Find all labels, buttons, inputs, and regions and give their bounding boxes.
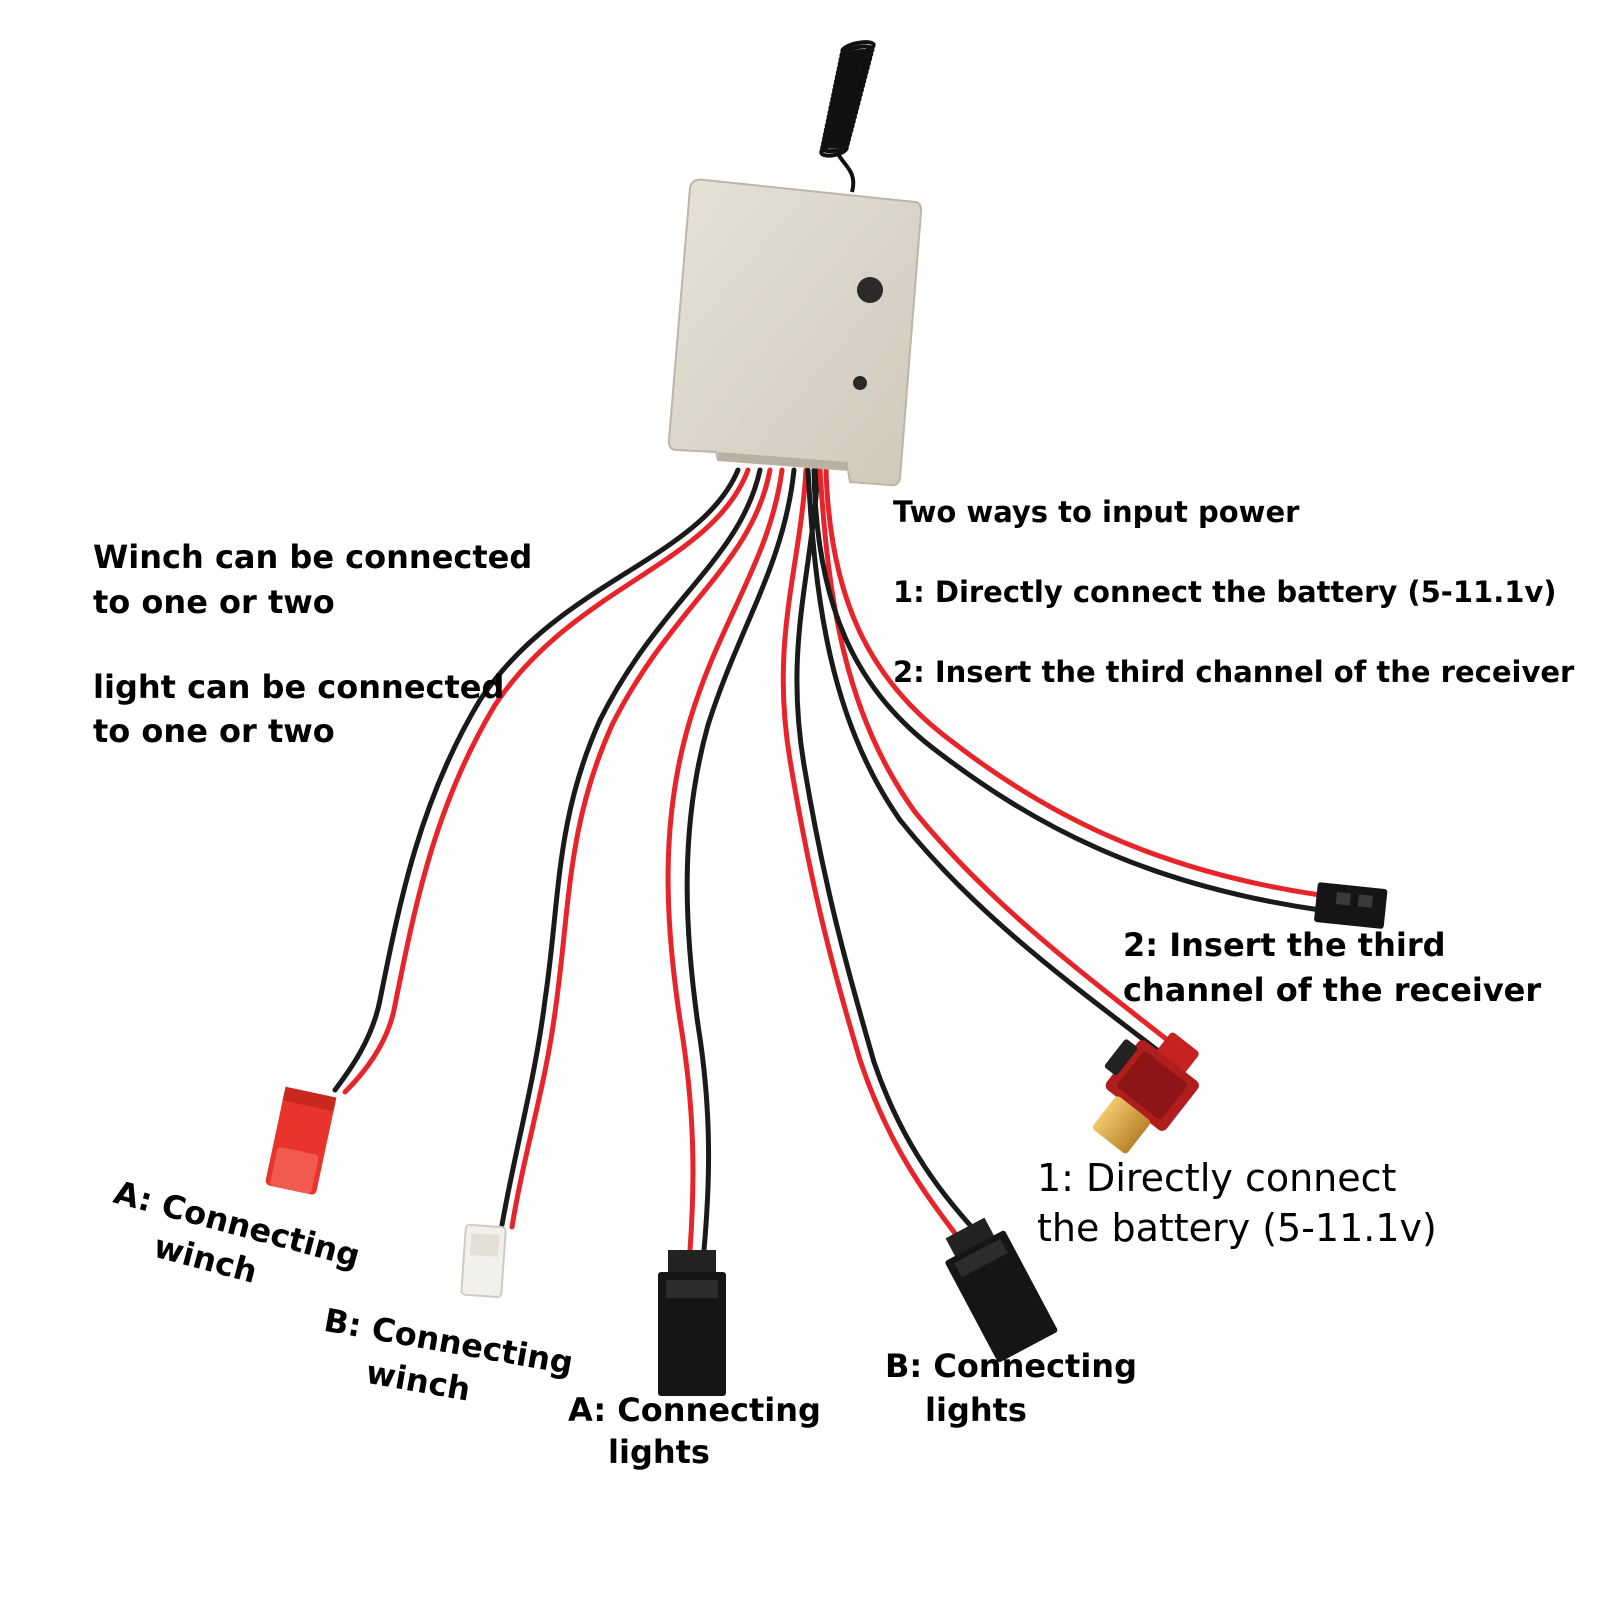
power-option-2: 2: Insert the third channel of the recei… bbox=[893, 655, 1575, 689]
lights-b-label-line2: lights bbox=[925, 1391, 1027, 1429]
lights-a-label-line2: lights bbox=[608, 1433, 710, 1471]
winch-note-line2: to one or two bbox=[93, 583, 335, 621]
white-micro-connector-icon bbox=[460, 1223, 507, 1298]
light-note-line1: light can be connected bbox=[93, 668, 505, 706]
xt-battery-connector-icon bbox=[1092, 1032, 1199, 1154]
wire-winch-a-red bbox=[342, 467, 751, 1095]
lights-a-label-line1: A: Connecting bbox=[568, 1391, 821, 1429]
battery-label-line2: the battery (5-11.1v) bbox=[1037, 1206, 1437, 1250]
receiver-module-icon bbox=[667, 178, 923, 487]
button-hole-icon bbox=[853, 376, 867, 390]
wire-lights-b-black bbox=[794, 467, 979, 1235]
wire-winch-b-red bbox=[509, 467, 773, 1230]
wire-winch-b-black bbox=[499, 467, 763, 1228]
wire-battery-red bbox=[817, 467, 1183, 1053]
light-note-line2: to one or two bbox=[93, 712, 335, 750]
lights-b-label-line1: B: Connecting bbox=[885, 1347, 1137, 1385]
battery-label-line1: 1: Directly connect bbox=[1037, 1156, 1397, 1200]
receiver-label-line2: channel of the receiver bbox=[1123, 971, 1542, 1009]
wire-receiver-red bbox=[823, 467, 1323, 898]
servo-plug-icon bbox=[945, 1217, 1058, 1363]
receiver-plug-icon bbox=[1314, 882, 1388, 929]
indicator-hole-icon bbox=[857, 277, 883, 303]
wire-lights-a-red bbox=[665, 467, 785, 1253]
red-jst-connector-icon bbox=[265, 1086, 337, 1195]
servo-plug-icon bbox=[658, 1250, 726, 1396]
wire-harness bbox=[332, 467, 1323, 1253]
coiled-antenna-icon bbox=[819, 40, 876, 193]
winch-note-line1: Winch can be connected bbox=[93, 538, 533, 576]
wire-lights-a-black bbox=[684, 467, 797, 1253]
receiver-label-line1: 2: Insert the third bbox=[1123, 926, 1446, 964]
wire-winch-a-black bbox=[332, 467, 741, 1093]
power-option-1: 1: Directly connect the battery (5-11.1v… bbox=[893, 575, 1557, 609]
wire-battery-black bbox=[805, 467, 1173, 1063]
power-title: Two ways to input power bbox=[893, 495, 1300, 529]
wire-lights-b-red bbox=[780, 467, 963, 1243]
wire-receiver-black bbox=[811, 467, 1323, 913]
